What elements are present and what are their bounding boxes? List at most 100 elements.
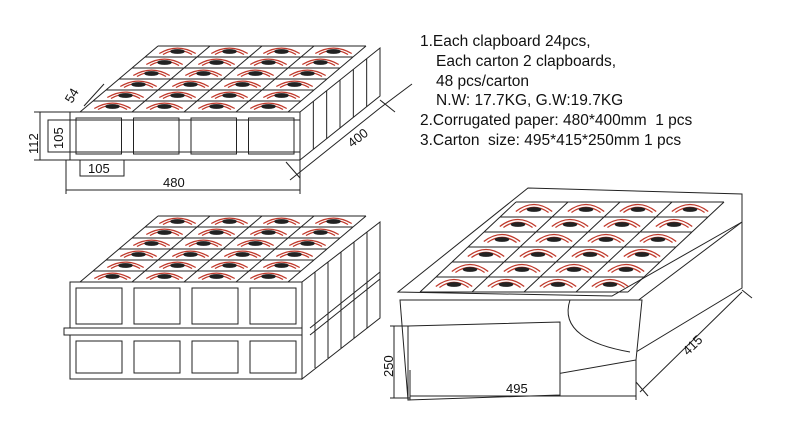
single-clapboard-tray: 400 54 112 105 105 480 [26,45,413,194]
carton-front-face [407,321,561,401]
tray2-cell [132,239,171,248]
tray2-cell [93,272,132,281]
tray1-cell [158,91,197,100]
tray2-cell [171,250,210,259]
tray2-cell [223,250,262,259]
tray1-cell [262,91,301,100]
carton-cell [519,248,557,259]
note-line-6: 3.Carton size: 495*415*250mm 1 pcs [420,131,682,149]
carton-cell [623,248,661,259]
tray1-cell [210,91,249,100]
carton-cell [567,203,605,214]
tray2-cell [288,239,327,248]
tray2-cell [106,261,145,270]
tray-front-face [69,111,301,161]
carton-cell [639,233,677,244]
tray1-cell [145,102,184,111]
carton-cell [671,203,709,214]
tray1-cell [93,102,132,111]
front-cell [133,287,181,325]
tray1-cell [132,69,171,78]
tray2-cell [210,217,249,226]
stack-middle-plank [63,327,311,336]
tray2-cell [275,250,314,259]
carton-cell [655,218,693,229]
tray2-cell [249,228,288,237]
tray2-cell [119,250,158,259]
note-line-3: 48 pcs/carton [436,72,530,90]
carton-cell [499,218,537,229]
carton-cell [619,203,657,214]
tray2-cell [197,228,236,237]
tray2-cell [262,217,301,226]
tray2-cell [145,272,184,281]
front-cell [133,117,180,155]
carton-cell [539,278,577,289]
tray2-cell [184,239,223,248]
tray1-cell [171,80,210,89]
tray1-cell [197,58,236,67]
carton-cell [603,218,641,229]
note-line-4: N.W: 17.7KG, G.W:19.7KG [436,92,624,110]
carton-cell [435,278,473,289]
carton-cell [551,218,589,229]
stack-lower-face [69,334,303,380]
carton-cell [487,278,525,289]
stacked-clapboard-trays [63,215,381,381]
tray2-cell [262,261,301,270]
packing-notes: 1.Each clapboard 24pcs, Each carton 2 cl… [420,32,790,151]
tray1-cell [184,69,223,78]
carton-cell [587,233,625,244]
front-cell [75,340,123,374]
dim-tray-height: 112 [26,133,41,154]
tray1-cell [314,47,353,56]
front-cell [249,340,297,374]
tray1-cell [288,69,327,78]
tray1-cell [262,47,301,56]
dim-cell-height: 105 [51,127,66,149]
tray2-cell [210,261,249,270]
tray2-cell [249,272,288,281]
tray2-cell [158,261,197,270]
carton-cell [535,233,573,244]
stack-upper-face [69,281,303,331]
carton-cell [503,263,541,274]
dim-carton-length: 495 [506,381,528,396]
front-cell [190,117,237,155]
tray2-cell [236,239,275,248]
carton-cell [451,263,489,274]
carton-box: 250 495 415 [381,187,753,401]
tray2-cell [145,228,184,237]
tray1-cell [210,47,249,56]
carton-cell [515,203,553,214]
tray1-cell [236,69,275,78]
tray1-cell [158,47,197,56]
tray1-cell [197,102,236,111]
dim-cell-width: 105 [88,161,110,176]
tray1-cell [249,58,288,67]
tray1-cell [249,102,288,111]
carton-cell [571,248,609,259]
front-cell [191,287,239,325]
tray2-cell [197,272,236,281]
tray1-cell [223,80,262,89]
carton-cell [607,263,645,274]
dim-tray-depth: 400 [345,125,371,150]
tray1-cell [275,80,314,89]
front-cell [75,117,122,155]
carton-cell [483,233,521,244]
dim-carton-height: 250 [381,355,396,377]
dim-tray-length: 480 [163,175,185,190]
front-cell [249,287,297,325]
note-line-5: 2.Corrugated paper: 480*400mm 1 pcs [420,112,693,130]
note-line-2: Each carton 2 clapboards, [436,52,617,70]
carton-cell [555,263,593,274]
dim-cell-pitch: 54 [62,85,82,105]
tray1-cell [119,80,158,89]
carton-cell [591,278,629,289]
tray2-cell [314,217,353,226]
note-line-1: 1.Each clapboard 24pcs, [420,33,591,50]
tray2-cell [158,217,197,226]
